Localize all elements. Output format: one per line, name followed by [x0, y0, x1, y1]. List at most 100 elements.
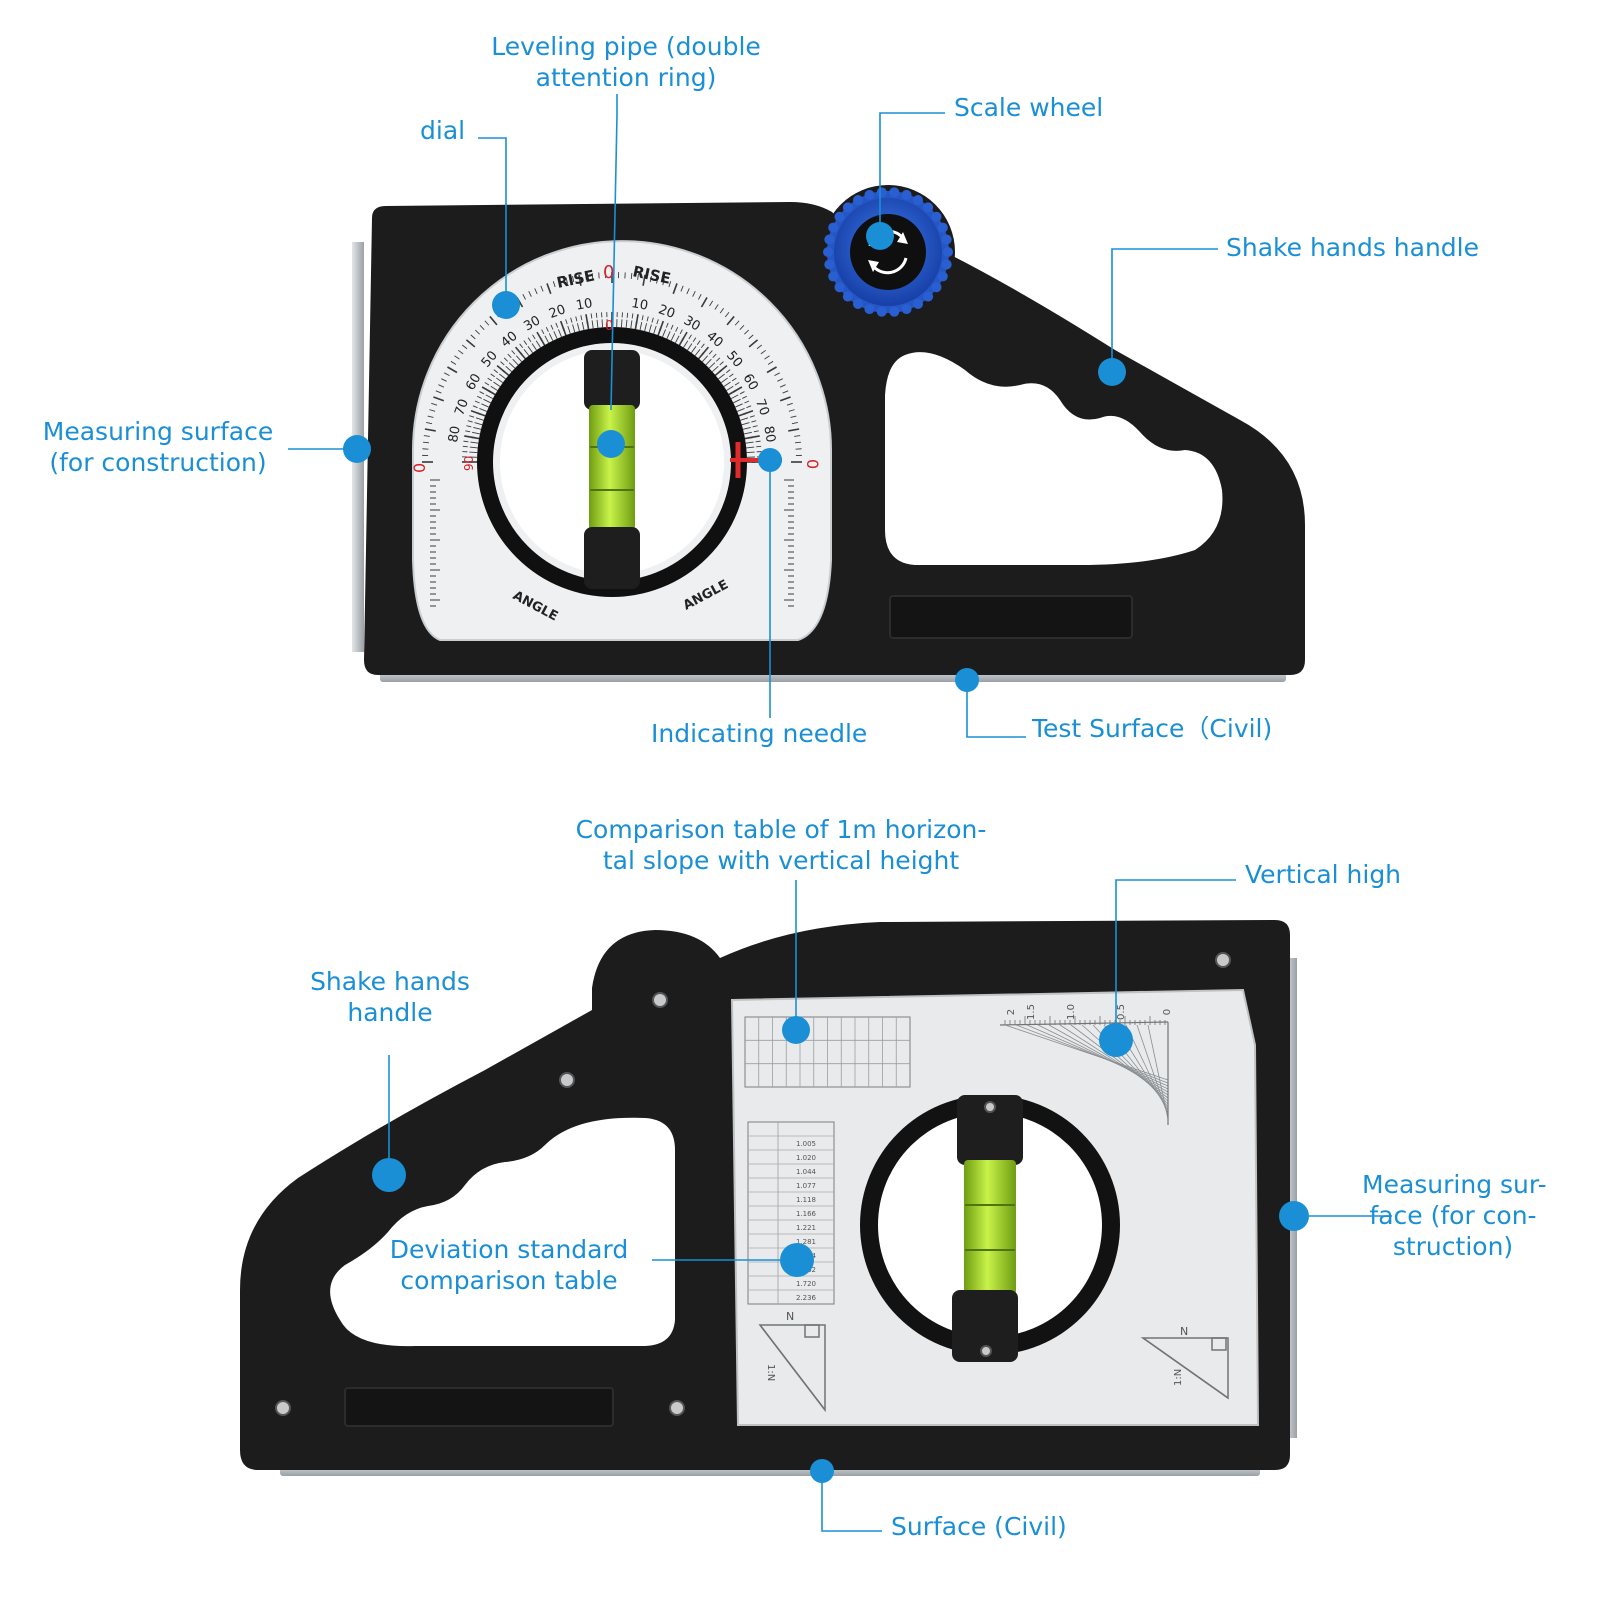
dial-tick: [740, 417, 749, 421]
dial-tick: [764, 355, 770, 360]
scale-number: 1.0: [1066, 1004, 1077, 1020]
dial-tick: [473, 426, 482, 430]
dial-tick: [745, 441, 754, 444]
knob-tooth: [923, 202, 934, 213]
dial-tick: [458, 349, 464, 355]
label-leveling-pipe-line1: Leveling pipe (double: [491, 32, 761, 61]
top-dial-zero-inner: 0: [605, 319, 613, 334]
dial-tick: [433, 396, 445, 402]
dial-tick: [625, 319, 628, 328]
bottom-n-mark-3: N: [1180, 1325, 1188, 1338]
label-deviation-table-line1: Deviation standard: [389, 1235, 629, 1264]
dial-tick: [534, 288, 538, 295]
dial-tick: [570, 317, 573, 323]
dial-number: 20: [547, 302, 568, 322]
dial-tick: [550, 324, 554, 330]
dial-tick: [701, 355, 709, 362]
top-handle-cutout: [885, 352, 1223, 565]
dial-tick: [656, 277, 659, 284]
fan-ray: [1048, 1024, 1169, 1093]
dial-tick: [447, 366, 458, 374]
dot-top-handle: [1098, 358, 1126, 386]
dial-tick: [749, 415, 755, 418]
dial-tick: [496, 377, 504, 384]
dial-tick: [644, 323, 648, 332]
dial-tick: [794, 441, 802, 444]
dial-tick: [665, 322, 669, 328]
dial-tick: [426, 422, 433, 425]
deviation-value: 1.166: [796, 1210, 817, 1218]
label-top-shake-hands-handle-text: Shake hands handle: [1226, 233, 1480, 262]
fan-ray: [1125, 1024, 1169, 1114]
dial-tick: [733, 398, 741, 404]
dial-tick: [527, 346, 534, 354]
dial-tick: [705, 358, 712, 366]
dial-number: 10: [575, 296, 594, 314]
dial-tick: [422, 441, 430, 444]
leader-lines: [288, 94, 1392, 1532]
dial-tick: [683, 340, 689, 348]
dial-tick: [475, 417, 484, 421]
label-scale-wheel-text: Scale wheel: [954, 93, 1104, 122]
dial-tick: [467, 420, 473, 423]
dial-tick: [532, 334, 536, 340]
top-dial-zero-top: 0: [603, 262, 614, 283]
dial-tick: [507, 353, 512, 359]
knob-tooth: [913, 298, 923, 309]
knob-tooth: [943, 247, 953, 257]
dot-vertical-high: [1099, 1023, 1133, 1057]
dial-tick: [546, 283, 552, 295]
top-scale-wheel[interactable]: [821, 185, 955, 319]
dial-tick: [692, 291, 696, 297]
dial-tick: [668, 281, 672, 288]
dial-tick: [620, 319, 623, 328]
dial-tick: [545, 326, 549, 332]
dial-tick: [662, 279, 665, 286]
dial-tick: [788, 409, 795, 412]
deviation-value: 1.720: [796, 1280, 816, 1288]
dial-tick: [734, 320, 740, 326]
dial-tick: [465, 430, 471, 433]
dial-number: 70: [452, 397, 472, 418]
deviation-value: 1.077: [796, 1182, 816, 1190]
dial-tick: [572, 276, 575, 283]
label-top-shake-hands-handle: Shake hands handle: [1226, 232, 1479, 263]
dial-tick: [522, 294, 527, 300]
dial-tick: [555, 322, 559, 328]
dial-tick: [499, 373, 506, 380]
dial-tick: [578, 274, 582, 286]
dial-tick: [462, 344, 468, 350]
label-comparison-table-line2: tal slope with vertical height: [602, 846, 960, 875]
dial-number: 80: [760, 425, 778, 444]
dial-tick: [760, 349, 766, 355]
deviation-value: 2.236: [796, 1294, 817, 1302]
dial-tick: [630, 320, 633, 329]
label-comparison-table: Comparison table of 1m horizon- tal slop…: [566, 814, 996, 876]
dial-tick: [466, 425, 472, 428]
dial-tick: [715, 357, 721, 362]
bottom-n-mark-4: 1:N: [1173, 1369, 1184, 1386]
dial-tick: [431, 402, 438, 406]
dial-tick: [462, 445, 468, 448]
knob-tooth: [923, 291, 934, 302]
dial-tick: [465, 339, 476, 348]
knob-tooth: [842, 291, 853, 302]
dial-tick: [490, 385, 498, 391]
dot-deviation-table: [780, 1243, 814, 1277]
dial-tick: [742, 426, 751, 430]
fan-ray: [1015, 1024, 1169, 1084]
dial-tick: [756, 445, 762, 448]
dial-tick: [553, 331, 558, 339]
dial-tick: [528, 291, 532, 297]
knob-tooth: [931, 282, 942, 293]
scale-number: 2: [1006, 1009, 1017, 1015]
dial-tick: [688, 334, 692, 340]
dial-tick: [580, 315, 583, 321]
knob-tooth: [853, 298, 863, 309]
dial-tick: [581, 322, 585, 331]
bottom-inclinometer: 1.0051.0201.0441.0771.1181.1661.2211.281…: [240, 920, 1297, 1476]
dial-tick: [734, 382, 740, 386]
dial-tick: [535, 340, 541, 348]
dial-tick: [700, 343, 705, 349]
